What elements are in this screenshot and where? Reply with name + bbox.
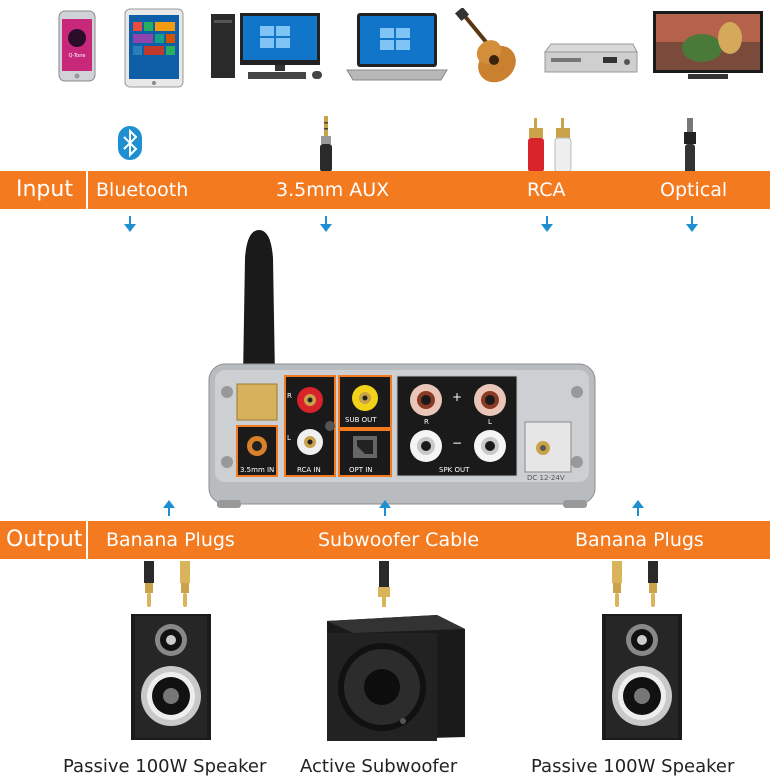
input-band: Input Bluetooth 3.5mm AUX RCA Optical [0, 171, 770, 209]
label-rca-l: L [287, 434, 291, 442]
caption-subwoofer: Active Subwoofer [300, 756, 458, 777]
output-band-divider [86, 521, 88, 559]
input-item-bluetooth: Bluetooth [96, 179, 189, 201]
tablet-icon [124, 8, 184, 88]
laptop-icon [345, 12, 449, 82]
phone-icon: Q-Tone [58, 10, 96, 82]
down-arrow-icon [540, 216, 554, 232]
banana-plug-icon [140, 561, 194, 607]
input-item-optical: Optical [660, 179, 728, 201]
caption-left-speaker: Passive 100W Speaker [63, 756, 267, 777]
input-band-divider [86, 171, 88, 209]
label-opt-in: OPT IN [349, 466, 373, 474]
label-spk-r: R [424, 418, 429, 426]
down-arrow-icon [685, 216, 699, 232]
subwoofer-plug-icon [376, 561, 392, 607]
tv-icon [652, 10, 764, 82]
right-speaker-icon [602, 614, 682, 740]
label-rca-in: RCA IN [297, 466, 321, 474]
up-arrow-icon [162, 500, 176, 516]
output-band: Output Banana Plugs Subwoofer Cable Bana… [0, 521, 770, 559]
down-arrow-icon [319, 216, 333, 232]
rca-plugs-icon [524, 118, 576, 172]
dvd-player-icon [543, 42, 639, 76]
output-band-label: Output [6, 527, 83, 552]
input-item-aux: 3.5mm AUX [276, 179, 390, 201]
aux-jack-icon [317, 116, 335, 172]
label-dc: DC 12-24V [527, 474, 565, 482]
label-aux-in: 3.5mm IN [240, 466, 275, 474]
label-rca-r: R [287, 392, 292, 400]
output-item-subwoofer-cable: Subwoofer Cable [318, 529, 480, 551]
up-arrow-icon [378, 500, 392, 516]
input-band-label: Input [16, 177, 73, 202]
bluetooth-icon [118, 126, 142, 160]
optical-plug-icon [680, 118, 700, 174]
guitar-icon [455, 8, 525, 86]
desktop-computer-icon [210, 12, 330, 82]
output-item-banana-right: Banana Plugs [575, 529, 704, 551]
amplifier-body: 3.5mm IN RCA IN SUB OUT OPT IN SPK OUT R… [207, 362, 597, 510]
down-arrow-icon [123, 216, 137, 232]
output-item-banana-left: Banana Plugs [106, 529, 235, 551]
banana-plug-icon [608, 561, 662, 607]
label-sub-out: SUB OUT [345, 416, 377, 424]
caption-right-speaker: Passive 100W Speaker [531, 756, 735, 777]
label-plus: + [452, 390, 463, 404]
up-arrow-icon [631, 500, 645, 516]
label-spk-out: SPK OUT [439, 466, 470, 474]
phone-screen-text: Q-Tone [69, 53, 86, 59]
input-item-rca: RCA [527, 179, 566, 201]
label-spk-l: L [488, 418, 492, 426]
left-speaker-icon [131, 614, 211, 740]
subwoofer-icon [317, 613, 467, 743]
label-minus: − [452, 436, 463, 450]
